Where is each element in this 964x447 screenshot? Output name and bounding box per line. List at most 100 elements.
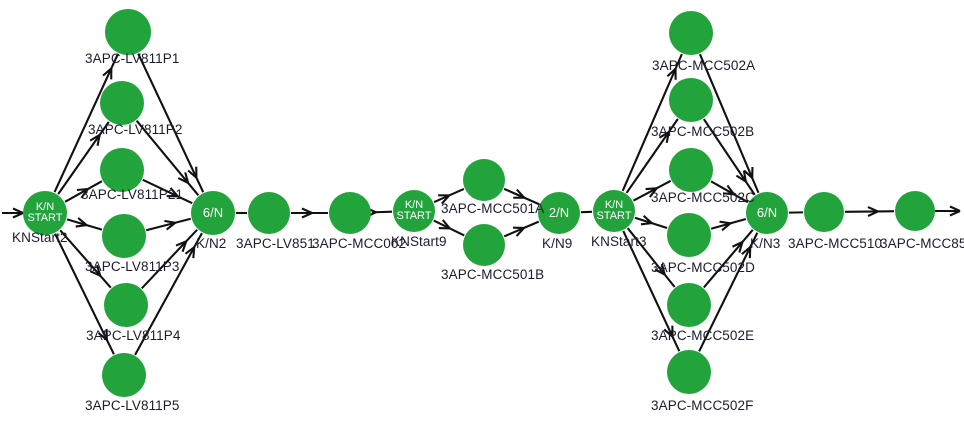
node-inner-text: K/N	[404, 198, 424, 211]
edge	[703, 229, 754, 289]
node-label-mcc502b: 3APC-MCC502B	[651, 124, 755, 139]
graph-node-kn2[interactable]: 6/N	[191, 191, 235, 235]
node-label-lv811p3: 3APC-LV811P3	[85, 259, 180, 274]
graph-node-lv811p3[interactable]	[102, 214, 146, 258]
graph-node-mcc502b[interactable]	[669, 78, 713, 122]
edge-arrowhead	[175, 240, 188, 253]
edge-line	[844, 210, 895, 213]
graph-node-lv851[interactable]	[248, 192, 290, 234]
graph-node-mcc502f[interactable]	[667, 350, 711, 394]
edge-arrowhead-stroke	[12, 212, 24, 219]
edge-line	[698, 53, 760, 194]
graph-node-kn9[interactable]: 2/N	[538, 192, 580, 234]
edge-arrowhead-stroke	[164, 219, 176, 224]
edge	[626, 227, 676, 288]
edge-arrowhead-stroke	[102, 67, 113, 77]
edge-arrowhead-stroke	[722, 192, 735, 196]
node-label-mcc502f: 3APC-MCC502F	[651, 398, 754, 413]
graph-node-lv811p5[interactable]	[102, 353, 146, 397]
edge-arrowhead-stroke	[645, 187, 657, 191]
edge-arrowhead	[645, 187, 658, 198]
edge-line	[54, 233, 115, 355]
edge	[622, 230, 681, 352]
edge-line	[622, 230, 681, 352]
edge-arrowhead	[732, 241, 744, 253]
edge	[66, 217, 103, 231]
graph-node-lv811p1[interactable]	[105, 9, 151, 55]
node-label-knstart2: KNStart2	[12, 230, 68, 245]
graph-node-mcc502a[interactable]	[669, 11, 713, 55]
edge-arrowhead	[438, 219, 451, 230]
node-label-mcc002: 3APC-MCC002	[312, 236, 407, 251]
edge-line	[142, 178, 193, 205]
node-label-lv811p5: 3APC-LV811P5	[85, 398, 180, 413]
edge-arrowhead	[867, 206, 879, 217]
graph-node-lv811p4[interactable]	[104, 283, 148, 327]
edge-arrowhead	[301, 207, 313, 219]
edge-arrowhead-stroke	[184, 172, 190, 184]
edge	[710, 180, 749, 204]
edge-arrowhead-stroke	[719, 220, 731, 225]
node-label-mcc502d: 3APC-MCC502D	[651, 260, 755, 275]
graph-node-mcc002[interactable]	[329, 192, 371, 234]
edge	[54, 233, 115, 355]
edge-arrowhead-stroke	[665, 131, 670, 144]
edge-line	[626, 227, 676, 288]
edge-arrowhead-stroke	[77, 217, 88, 226]
edge-arrowhead	[949, 205, 961, 217]
edge-arrowhead-stroke	[867, 206, 879, 213]
edge-arrowhead-stroke	[89, 270, 101, 277]
edge-arrowhead	[102, 67, 113, 80]
edge-arrowhead-stroke	[95, 264, 102, 277]
edge-arrowhead-stroke	[949, 210, 961, 217]
graph-node-mcc502c[interactable]	[669, 148, 713, 192]
edge-arrowhead-stroke	[642, 214, 653, 224]
graph-node-kn3[interactable]: 6/N	[746, 192, 788, 234]
graph-node-mcc501a[interactable]	[463, 159, 505, 201]
edge-arrowhead-stroke	[97, 332, 108, 341]
edge-line	[57, 121, 110, 195]
node-label-lv811p4: 3APC-LV811P4	[86, 328, 181, 343]
edge-arrowhead	[654, 263, 666, 276]
edge	[433, 187, 465, 205]
edge-arrowhead-stroke	[735, 174, 747, 183]
graph-node-mcc510[interactable]	[804, 192, 844, 232]
edge-arrowhead	[89, 134, 101, 146]
edge-arrowhead	[719, 220, 732, 232]
edge-arrowhead-stroke	[738, 241, 744, 253]
graph-node-mcc501b[interactable]	[463, 224, 505, 266]
edge-arrowhead	[640, 214, 653, 226]
graph-node-mcc502d[interactable]	[667, 213, 711, 257]
edge	[844, 206, 895, 217]
edge-arrowhead-stroke	[301, 207, 313, 214]
node-inner-text: 6/N	[202, 205, 224, 221]
edge-arrowhead	[658, 131, 670, 144]
edge-arrowhead-stroke	[187, 169, 198, 179]
graph-node-lv811p21[interactable]	[100, 148, 144, 192]
node-label-mcc502a: 3APC-MCC502A	[652, 58, 756, 73]
edge-arrowhead-stroke	[666, 68, 677, 78]
node-inner-text: START	[27, 212, 63, 224]
graph-node-lv811p2[interactable]	[100, 81, 144, 125]
edge-line	[621, 53, 683, 192]
edge-arrowhead-stroke	[165, 221, 176, 231]
edge-arrowhead	[743, 166, 754, 179]
edge-arrowhead-stroke	[181, 240, 188, 253]
edge-arrowhead-stroke	[89, 134, 101, 142]
edge-arrowhead-stroke	[515, 227, 525, 237]
edge-arrowhead-stroke	[441, 219, 451, 230]
edge-arrowhead-stroke	[654, 268, 666, 276]
edge-arrowhead	[164, 219, 176, 231]
node-label-kn3: K/N3	[750, 236, 781, 251]
edge-arrowhead-stroke	[658, 131, 670, 139]
edge-arrowhead-stroke	[175, 240, 187, 247]
graph-node-mcc851[interactable]	[895, 191, 935, 231]
graph-node-mcc502e[interactable]	[667, 283, 711, 327]
edge-line	[702, 118, 756, 196]
edge	[503, 187, 540, 206]
edge-arrowhead-stroke	[640, 222, 652, 226]
